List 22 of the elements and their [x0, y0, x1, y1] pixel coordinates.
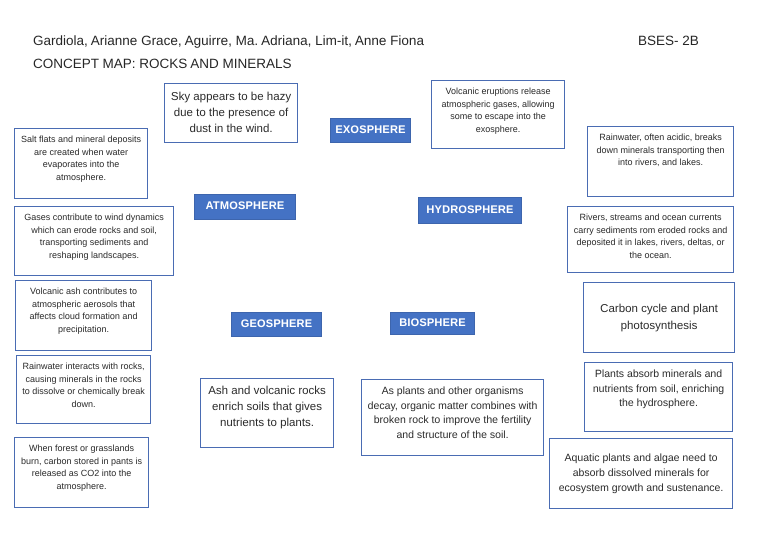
explanation-box: When forest or grasslands burn, carbon stored in pants is released as CO2 into the atmosphere. — [14, 437, 149, 508]
author-names: Gardiola, Arianne Grace, Aguirre, Ma. Adriana, Lim-it, Anne Fiona — [33, 33, 424, 49]
explanation-box: Volcanic ash contributes to atmospheric aerosols that affects cloud formation and precipitation. — [15, 280, 152, 351]
explanation-box: Gases contribute to wind dynamics which can erode rocks and soil, transporting sediments and reshaping landscapes. — [14, 206, 174, 276]
topic-box: ATMOSPHERE — [194, 194, 296, 220]
explanation-box: Rainwater, often acidic, breaks down minerals transporting then into rivers, and lakes. — [587, 126, 734, 197]
topic-box: GEOSPHERE — [231, 312, 322, 337]
topic-box: HYDROSPHERE — [418, 197, 522, 224]
class-section: BSES- 2B — [638, 33, 699, 49]
explanation-box: Plants absorb minerals and nutrients from soil, enriching the hydrosphere. — [584, 362, 733, 432]
topic-box: EXOSPHERE — [330, 118, 411, 143]
explanation-box: Salt flats and mineral deposits are created when water evaporates into the atmosphere. — [14, 128, 148, 199]
explanation-box: Rivers, streams and ocean currents carry sediments rom eroded rocks and deposited it in lakes, rivers, deltas, or the ocean. — [567, 206, 734, 273]
explanation-box: As plants and other organisms decay, organic matter combines with broken rock to improve the fertility and structure of the soil. — [361, 379, 544, 456]
explanation-box: Ash and volcanic rocks enrich soils that gives nutrients to plants. — [200, 378, 334, 448]
topic-box: BIOSPHERE — [390, 312, 475, 335]
explanation-box: Sky appears to be hazy due to the presence of dust in the wind. — [164, 83, 298, 143]
explanation-box: Rainwater interacts with rocks, causing minerals in the rocks to dissolve or chemically break down. — [16, 355, 151, 424]
explanation-box: Aquatic plants and algae need to absorb dissolved minerals for ecosystem growth and sustenance. — [549, 438, 733, 509]
explanation-box: Volcanic eruptions release atmospheric gases, allowing some to escape into the exosphere. — [431, 80, 565, 149]
map-title: CONCEPT MAP: ROCKS AND MINERALS — [33, 56, 292, 72]
explanation-box: Carbon cycle and plant photosynthesis — [583, 282, 735, 353]
